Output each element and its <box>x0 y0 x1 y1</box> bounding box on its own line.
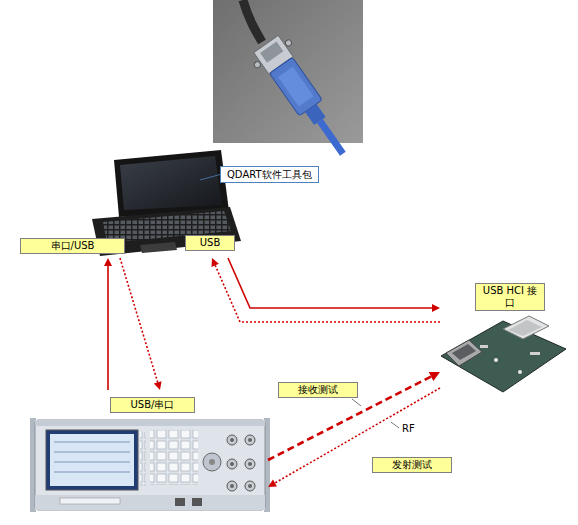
signal-label: RF <box>402 423 415 435</box>
radio-tester-part <box>35 420 265 426</box>
cable-photo-part-part <box>278 67 313 107</box>
radio-tester-part <box>54 452 130 453</box>
board-node: USB HCI 接口 <box>440 280 568 395</box>
radio-tester-part <box>245 481 255 491</box>
radio-tester-part <box>46 430 138 490</box>
signal-arrow <box>200 175 220 181</box>
radio-tester-part <box>35 495 265 510</box>
bluetooth-board-part <box>518 370 522 374</box>
arrow-head <box>104 258 112 266</box>
test-label: 发射测试 <box>372 457 452 473</box>
bluetooth-board-part <box>508 320 542 336</box>
connector-line <box>228 258 434 308</box>
radio-tester-part <box>203 453 221 471</box>
bluetooth-board-part <box>494 358 498 362</box>
radio-tester-part <box>245 459 255 469</box>
radio-tester-part <box>227 435 237 445</box>
cable-photo-part-part <box>253 61 261 69</box>
bluetooth-board-part <box>530 352 540 355</box>
cable-photo-part <box>213 0 363 143</box>
radio-tester-part <box>227 481 237 491</box>
signal-arrow <box>120 258 162 390</box>
connector-line <box>200 175 220 181</box>
arrow-head <box>154 381 162 390</box>
radio-tester-part <box>230 484 234 488</box>
radio-tester-part <box>140 432 146 486</box>
callout-text: QDART软件工具包 <box>227 169 312 180</box>
radio-tester-part <box>54 442 130 443</box>
interface-label: USB HCI 接口 <box>475 283 545 311</box>
arrow-head <box>268 480 277 487</box>
radio-tester-part <box>230 438 234 442</box>
radio-tester-part <box>175 498 185 506</box>
cable-photo-part-part <box>284 39 292 47</box>
bluetooth-board-part <box>503 316 549 339</box>
radio-tester-part <box>230 462 234 466</box>
radio-tester-part <box>245 435 255 445</box>
bluetooth-board-part <box>446 340 482 366</box>
signal-arrow <box>228 258 440 312</box>
connector-line <box>120 258 158 384</box>
bluetooth-board-part <box>480 345 488 348</box>
radio-tester-part <box>54 462 130 463</box>
laptop-part <box>120 156 222 210</box>
arrow-head <box>212 258 219 267</box>
arrow-head <box>429 372 440 381</box>
cable-photo-part-part <box>260 42 283 63</box>
radio-tester-part <box>227 459 237 469</box>
connector-line <box>268 376 433 460</box>
tester-node: USB/串口 <box>35 390 268 512</box>
radio-tester-part <box>150 430 198 485</box>
radio-tester-part <box>50 434 134 486</box>
cable-photo-part <box>243 0 262 42</box>
laptop-node: 串口/USBUSB <box>85 150 235 258</box>
radio-tester-part <box>248 462 252 466</box>
radio-tester-part <box>192 498 202 506</box>
cable-photo <box>213 0 363 166</box>
label-leaders-part <box>352 399 361 406</box>
bluetooth-board <box>441 316 566 392</box>
radio-tester <box>30 418 270 512</box>
signal-arrow <box>212 258 440 322</box>
bluetooth-board-part <box>452 344 476 360</box>
laptop-part <box>114 150 229 217</box>
software-callout: QDART软件工具包 <box>220 166 319 183</box>
port-label: USB <box>185 235 235 251</box>
signal-arrow <box>104 258 112 390</box>
radio-tester-part <box>60 498 120 504</box>
cable-photo-part <box>248 31 361 166</box>
radio-tester-part <box>35 420 265 510</box>
radio-tester-part <box>54 472 130 473</box>
connector-line <box>214 263 440 322</box>
test-label: 接收测试 <box>278 382 358 398</box>
signal-arrow <box>268 372 440 460</box>
radio-tester-part <box>248 438 252 442</box>
port-label: USB/串口 <box>110 397 195 413</box>
cable-photo-part-part <box>317 119 346 156</box>
label-leaders-part <box>391 422 399 428</box>
port-label: 串口/USB <box>20 238 125 254</box>
bluetooth-board-part <box>441 321 566 392</box>
radio-tester-part <box>248 484 252 488</box>
connector-line <box>107 264 109 390</box>
laptop-part <box>140 242 177 253</box>
arrow-head <box>432 304 440 312</box>
radio-tester-part <box>209 459 215 465</box>
